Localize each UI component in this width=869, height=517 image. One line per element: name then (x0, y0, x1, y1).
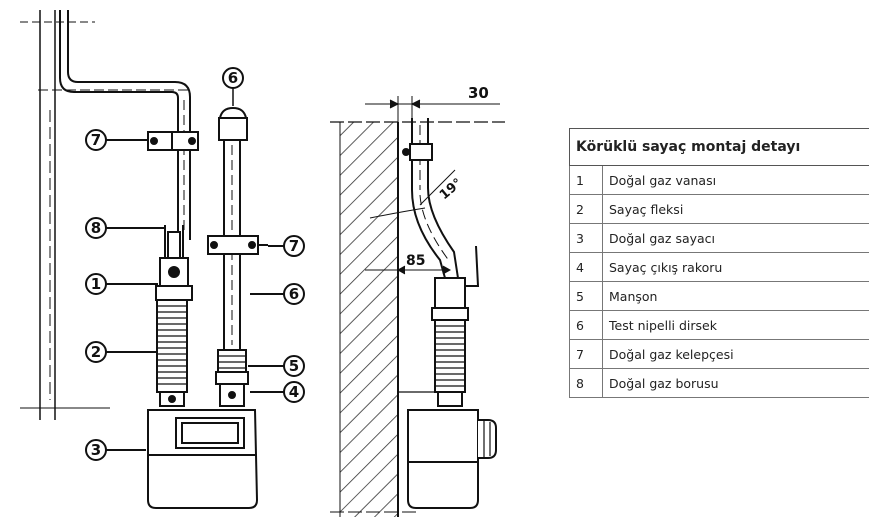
callout-2: 2 (91, 343, 101, 361)
front-view (20, 10, 268, 509)
callouts (85, 67, 305, 461)
dimension-offset: 30 (468, 84, 489, 102)
callout-7-left: 7 (91, 131, 101, 149)
legend-number: 7 (569, 339, 603, 369)
callout-4: 4 (289, 383, 299, 401)
legend-number: 6 (569, 310, 603, 340)
dimension-spacing: 85 (406, 253, 425, 269)
legend-label: Doğal gaz vanası (602, 165, 869, 195)
callout-8: 8 (91, 219, 101, 237)
legend-label: Sayaç fleksi (602, 194, 869, 224)
legend-number: 4 (569, 252, 603, 282)
legend-label: Doğal gaz kelepçesi (602, 339, 869, 369)
legend-number: 3 (569, 223, 603, 253)
legend-label: Doğal gaz borusu (602, 368, 869, 398)
legend-label: Doğal gaz sayacı (602, 223, 869, 253)
callout-5: 5 (289, 357, 299, 375)
legend-label: Manşon (602, 281, 869, 311)
legend-number: 8 (569, 368, 603, 398)
legend-title: Körüklü sayaç montaj detayı (569, 128, 869, 166)
callout-labels: 7 8 1 2 3 6 7 6 5 4 (91, 69, 299, 459)
legend-number: 5 (569, 281, 603, 311)
legend-label: Sayaç çıkış rakoru (602, 252, 869, 282)
legend-number: 1 (569, 165, 603, 195)
legend-number: 2 (569, 194, 603, 224)
callout-6-side: 6 (289, 285, 299, 303)
callout-1: 1 (91, 275, 101, 293)
dimension-angle: 19° (437, 176, 465, 203)
legend-label: Test nipelli dirsek (602, 310, 869, 340)
side-view (330, 96, 505, 517)
callout-6-top: 6 (228, 69, 238, 87)
callout-7-right: 7 (289, 237, 299, 255)
callout-3: 3 (91, 441, 101, 459)
